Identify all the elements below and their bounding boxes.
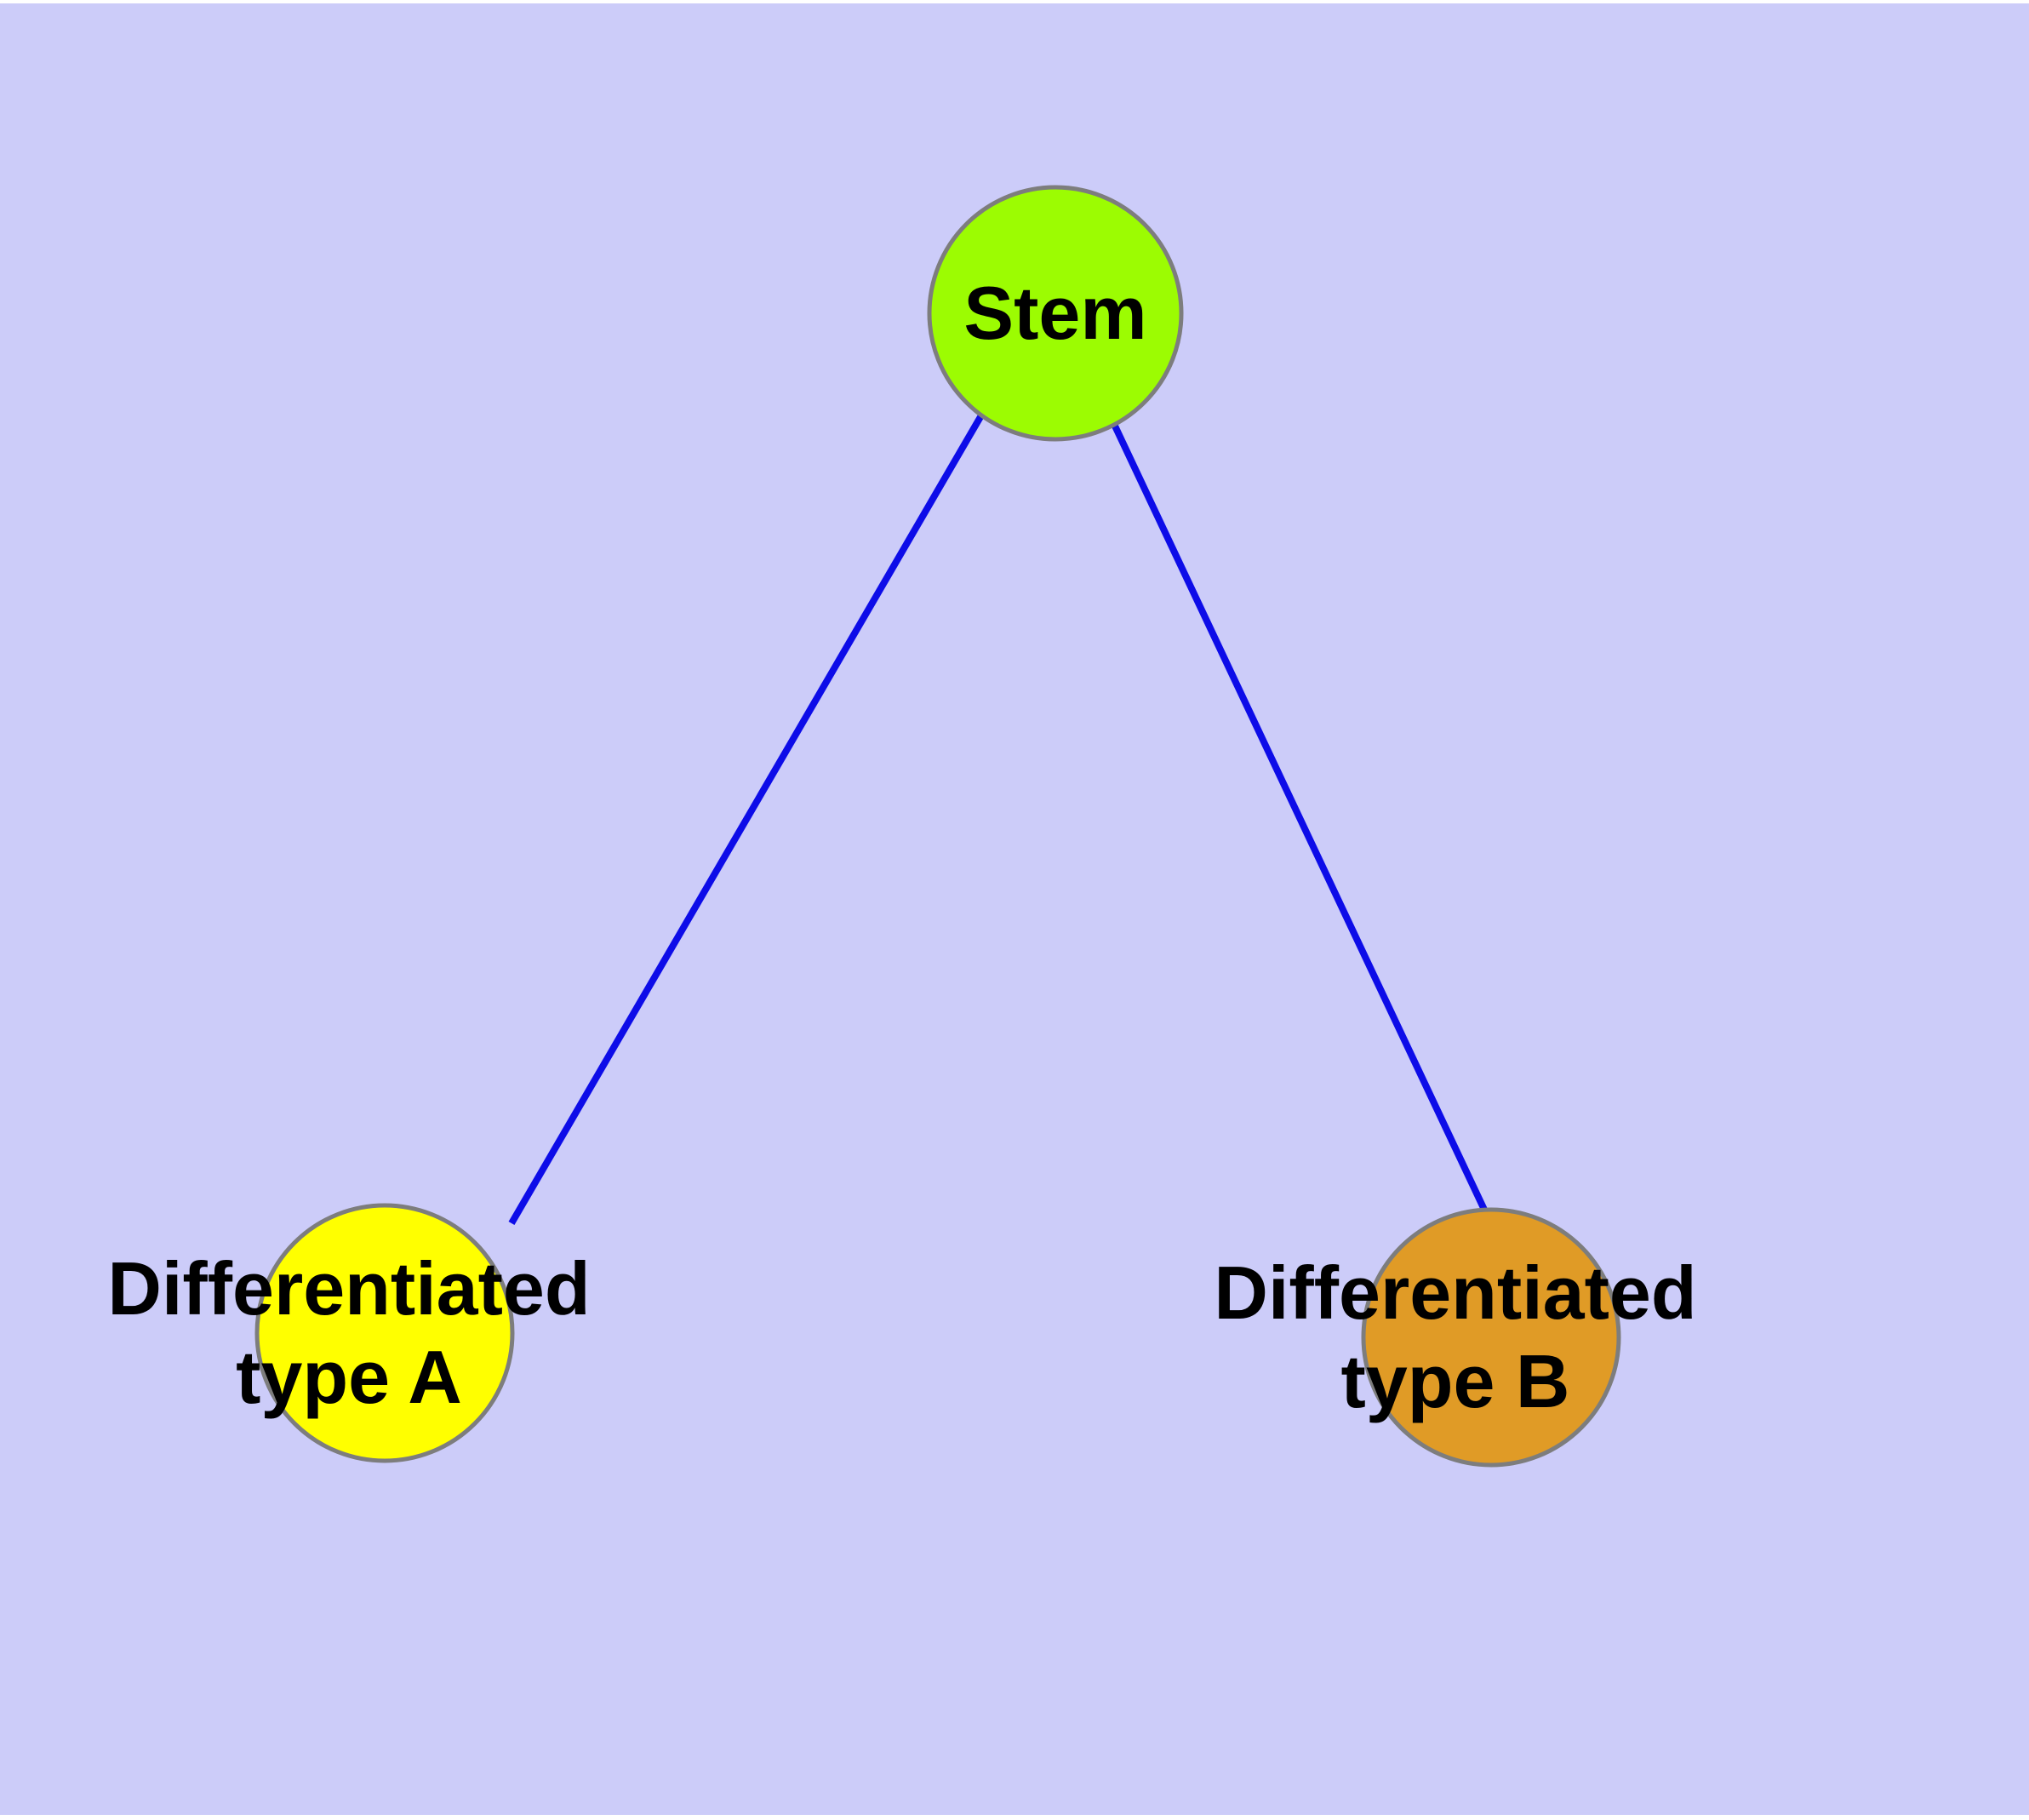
node-stem-label: Stem [963, 271, 1146, 355]
node-differentiated-type-b[interactable] [1361, 1207, 1621, 1468]
node-differentiated-type-b-label-line-1: Differentiated [1214, 1251, 1696, 1335]
node-differentiated-type-a-label-line-1: Differentiated [107, 1246, 590, 1331]
edge-stem-to-differentiated-type-a[interactable] [508, 413, 985, 1226]
node-stem[interactable] [927, 185, 1184, 442]
node-differentiated-type-b-circle[interactable] [1361, 1207, 1621, 1468]
node-differentiated-type-b-label-line-2: type B [1341, 1339, 1570, 1423]
node-differentiated-type-a-circle[interactable] [254, 1203, 515, 1463]
edge-layer [508, 413, 1495, 1226]
node-differentiated-type-a[interactable] [254, 1203, 515, 1463]
node-stem-circle[interactable] [927, 185, 1184, 442]
edge-stem-to-differentiated-type-b[interactable] [1109, 419, 1495, 1226]
node-differentiated-type-a-label-line-2: type A [236, 1335, 462, 1419]
node-layer [254, 185, 1621, 1468]
node-stem-label-line-1: Stem [963, 271, 1146, 355]
